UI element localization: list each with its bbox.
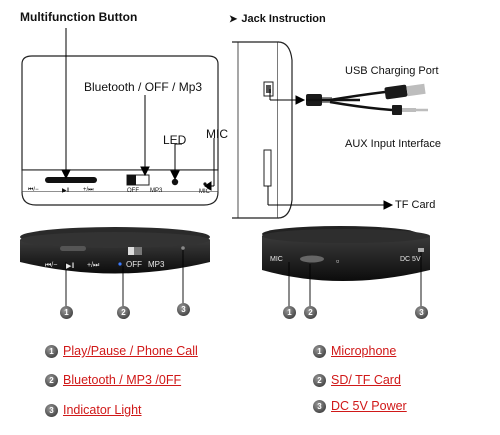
bl-off-label: OFF <box>126 260 142 269</box>
front-view-speaker <box>21 55 219 206</box>
bl-mp3-label: MP3 <box>148 260 165 269</box>
legend-right-1-bullet: 1 <box>313 345 326 358</box>
front-mp3-label: MP3 <box>150 188 163 194</box>
legend-right-2-bullet: 2 <box>313 374 326 387</box>
bottom-callout-leaders <box>65 250 422 306</box>
bottom-right-device <box>262 226 430 281</box>
front-play-pause-label: ▶‖ <box>62 188 70 194</box>
legend-left-2-bullet: 2 <box>45 374 58 387</box>
br-card-icon: ▫ <box>336 256 340 266</box>
front-off-label: OFF <box>127 188 139 194</box>
front-skip-fwd-label: +/⏭ <box>83 187 94 193</box>
callout-left-2: 2 <box>117 306 130 319</box>
front-mic-label: MIC <box>199 189 210 195</box>
br-dc-label: DC 5V <box>400 256 421 263</box>
bl-play-pause-label: ▶‖ <box>66 263 75 270</box>
legend-right-3-bullet: 3 <box>313 400 326 413</box>
side-view-leaders <box>267 89 394 210</box>
mic-hole <box>203 182 207 186</box>
side-view-speaker <box>232 41 293 219</box>
callout-right-2: 2 <box>304 306 317 319</box>
label-bluetooth-off-mp3: Bluetooth / OFF / Mp3 <box>84 80 203 94</box>
callout-right-3: 3 <box>415 306 428 319</box>
label-jack-instruction: ➤Jack Instruction <box>229 13 326 25</box>
label-aux-input-interface: AUX Input Interface <box>345 138 441 150</box>
led-dot <box>171 178 179 186</box>
bl-skip-back-label: ⏮/− <box>45 262 58 269</box>
legend-left-3-bullet: 3 <box>45 404 58 417</box>
legend-right-1-text: Microphone <box>331 344 397 358</box>
legend-right-2-text: SD/ TF Card <box>331 373 401 387</box>
legend-right-3-text: DC 5V Power <box>331 399 407 413</box>
label-usb-charging-port: USB Charging Port <box>345 65 439 77</box>
bl-skip-fwd-label: +/⏭ <box>87 262 100 269</box>
br-mic-label: MIC <box>270 256 283 263</box>
callout-right-1: 1 <box>283 306 296 319</box>
label-led: LED <box>163 133 187 147</box>
legend-left-1-bullet: 1 <box>45 345 58 358</box>
label-mic: MIC <box>206 127 228 141</box>
multifunction-slider <box>45 177 97 183</box>
legend-left-2-text: Bluetooth / MP3 /0FF <box>63 373 182 387</box>
legend-left-3-text: Indicator Light <box>63 403 142 417</box>
usb-aux-cable <box>306 83 428 115</box>
label-tf-card: TF Card <box>395 199 436 211</box>
legend-left-1-text: Play/Pause / Phone Call <box>63 344 198 358</box>
callout-left-3: 3 <box>177 303 190 316</box>
front-view-leaders <box>61 28 215 191</box>
jack-instruction-text: Jack Instruction <box>241 13 326 25</box>
bottom-left-device <box>20 227 210 274</box>
front-skip-back-label: ⏮/− <box>28 187 39 193</box>
label-multifunction-button: Multifunction Button <box>20 10 138 24</box>
arrow-icon: ➤ <box>229 14 238 25</box>
tf-card-slot <box>263 149 272 187</box>
callout-left-1: 1 <box>60 306 73 319</box>
